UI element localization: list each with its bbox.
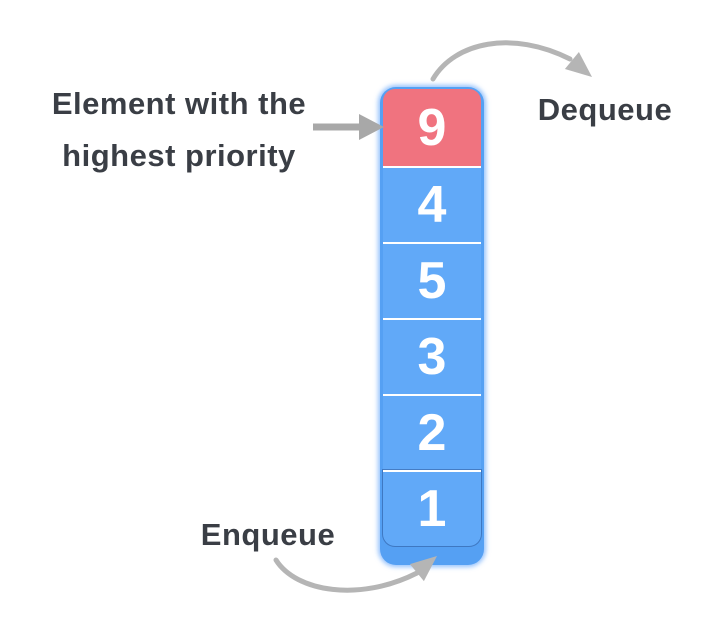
queue-cell: 1 [383,470,481,546]
enqueue-label: Enqueue [200,517,336,552]
queue-cell: 3 [383,318,481,394]
dequeue-arrowhead-icon [564,52,592,77]
dequeue-label: Dequeue [537,92,673,127]
queue-cell-highest: 9 [383,89,481,166]
highest-priority-label-line2: highest priority [62,138,296,173]
queue-cell: 2 [383,394,481,470]
queue-cell: 4 [383,166,481,242]
highest-priority-label: Element with the highest priority [26,78,332,182]
queue-cell: 5 [383,242,481,318]
dequeue-arrow-curve [430,40,573,82]
dequeue-arrow [430,40,592,82]
highest-priority-label-line1: Element with the [51,86,307,121]
